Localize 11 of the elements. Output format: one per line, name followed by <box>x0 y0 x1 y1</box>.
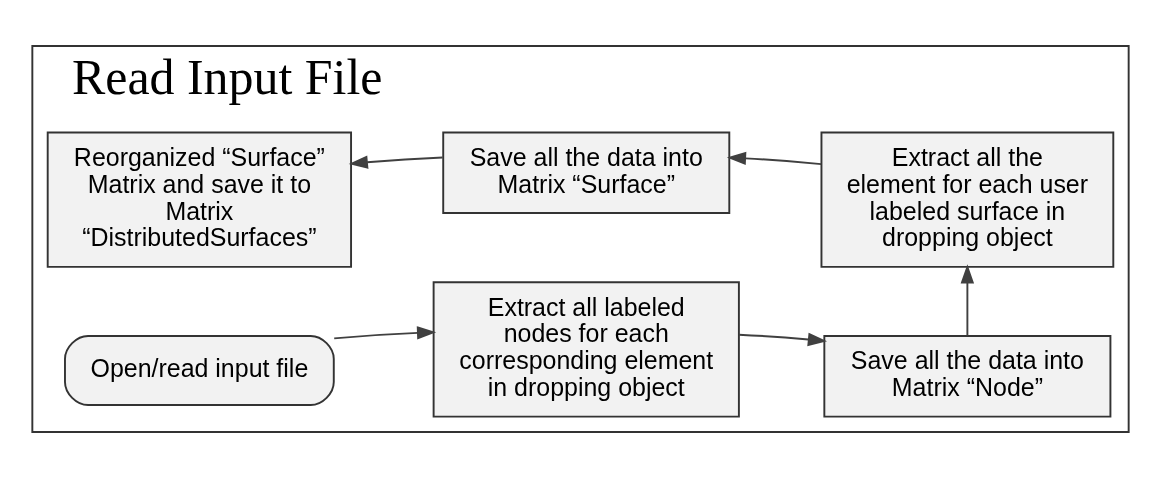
node-box: Open/read input file <box>64 334 335 406</box>
node-box: Extract all the element for each user labeled surface in dropping object <box>820 131 1115 268</box>
node-box: Save all the data into Matrix “Node” <box>823 334 1112 418</box>
arrow <box>333 325 437 340</box>
node-box: Extract all labeled nodes for each corresponding element in dropping object <box>432 280 740 418</box>
arrow <box>737 332 828 346</box>
arrow <box>960 263 975 337</box>
node-box: Save all the data into Matrix “Surface” <box>442 131 731 214</box>
arrow <box>726 151 823 165</box>
arrow <box>348 155 444 169</box>
node-box: Reorganized “Surface” Matrix and save it to Matrix “DistributedSurfaces” <box>46 131 352 268</box>
